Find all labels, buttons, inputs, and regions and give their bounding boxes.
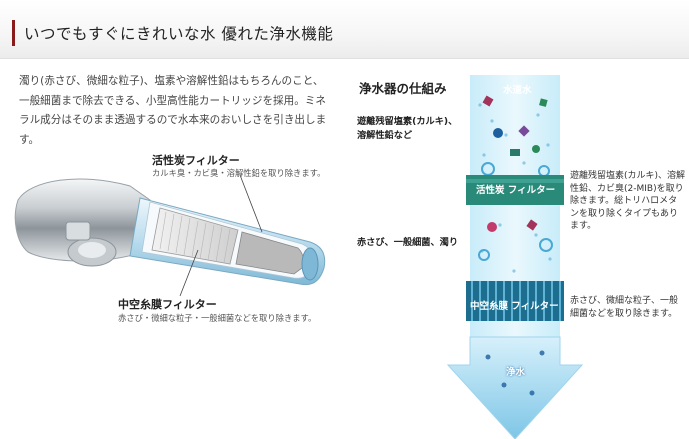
faucet-lever: [65, 221, 91, 241]
page-title: いつでもすぐにきれいな水 優れた浄水機能: [24, 25, 334, 43]
membrane-filter-desc: 赤さび・微細な粒子・一般細菌などを取り除きます。: [118, 313, 317, 323]
intro-paragraph: 濁り(赤さび、微細な粒子)、塩素や溶解性鉛はもちろんのこと、一般細菌まで除去でき…: [19, 75, 327, 146]
impurities-top-label: 遊離残留塩素(カルキ)、溶解性鉛など: [357, 116, 458, 141]
filtration-diagram: [446, 75, 584, 439]
clean-water-arrow: [446, 336, 584, 439]
carbon-filter-desc: カルキ臭・カビ臭・溶解性鉛を取り除きます。: [152, 168, 326, 178]
membrane-side-desc: 赤さび、微細な粒子、一般細菌などを取り除きます。: [570, 296, 679, 319]
header-accent-bar: [12, 20, 15, 46]
clean-water-label: 浄水: [506, 367, 526, 378]
faucet-cutaway-illustration: [14, 178, 326, 286]
impurities-mid-label: 赤さび、一般細菌、濁り: [357, 237, 459, 248]
membrane-filter-label: 中空糸膜フィルター: [118, 298, 217, 311]
tap-water-label: 水道水: [503, 85, 532, 96]
faucet-body: [14, 178, 151, 262]
carbon-band-label: 活性炭 フィルター: [476, 185, 556, 196]
membrane-band-label: 中空糸膜 フィルター: [470, 301, 559, 312]
impurity-particles-mid: [478, 219, 553, 261]
section-header: いつでもすぐにきれいな水 優れた浄水機能: [0, 0, 689, 59]
water-column: [470, 75, 560, 365]
hollow-fiber-element: [151, 207, 239, 265]
membrane-filter-band: [466, 281, 564, 321]
carbon-filter-label: 活性炭フィルター: [152, 154, 240, 167]
mechanism-title: 浄水器の仕組み: [359, 81, 447, 96]
carbon-side-desc: 遊離残留塩素(カルキ)、溶解性鉛、カビ臭(2-MIB)を取り除きます。総トリハロ…: [570, 171, 686, 231]
